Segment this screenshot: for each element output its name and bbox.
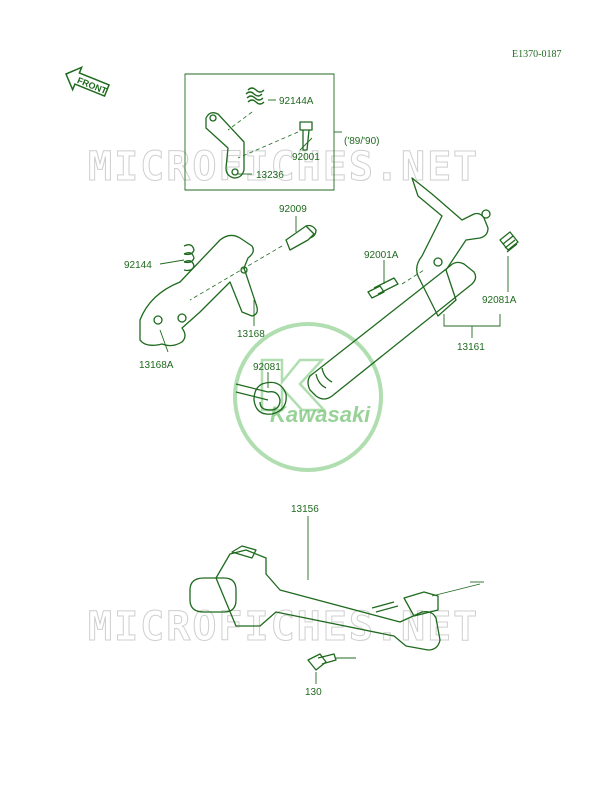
part-label-92009: 92009 bbox=[279, 204, 307, 215]
bolt-92001 bbox=[299, 121, 313, 151]
bolt-92009 bbox=[285, 224, 317, 251]
inset-frame: ('89/'90) bbox=[184, 73, 380, 191]
diagram-code: E1370-0187 bbox=[512, 49, 561, 60]
part-label-92081A: 92081A bbox=[482, 295, 517, 306]
spring-92081 bbox=[235, 381, 287, 415]
part-label-13168A: 13168A bbox=[139, 360, 174, 371]
logo-text: Kawasaki bbox=[270, 402, 371, 427]
watermark-bottom: MICROFICHES.NET bbox=[88, 604, 479, 650]
stud-92001A bbox=[367, 277, 399, 299]
leader-lines bbox=[159, 99, 509, 684]
part-label-130: 130 bbox=[305, 687, 322, 698]
part-label-92001: 92001 bbox=[292, 152, 320, 163]
pedal-13156 bbox=[189, 545, 441, 651]
bolt-130 bbox=[307, 653, 337, 671]
part-label-92144: 92144 bbox=[124, 260, 152, 271]
spring-92144A bbox=[245, 87, 265, 105]
part-label-13161: 13161 bbox=[457, 342, 485, 353]
spring-92081A bbox=[499, 231, 519, 253]
front-arrow-icon: FRONT bbox=[65, 65, 111, 98]
watermark-top: MICROFICHES.NET bbox=[88, 144, 479, 190]
part-label-92144A: 92144A bbox=[279, 96, 314, 107]
bracket-13168 bbox=[139, 234, 258, 347]
kawasaki-logo: Kawasaki bbox=[233, 322, 383, 472]
part-label-13236: 13236 bbox=[256, 170, 284, 181]
spring-92144 bbox=[183, 244, 195, 272]
part-label-92001A: 92001A bbox=[364, 250, 399, 261]
shaft-13161 bbox=[307, 177, 491, 400]
lever-13236 bbox=[205, 112, 245, 179]
part-label-13168: 13168 bbox=[237, 329, 265, 340]
part-label-92081: 92081 bbox=[253, 362, 281, 373]
part-label-13156: 13156 bbox=[291, 504, 319, 515]
inset-note: ('89/'90) bbox=[344, 136, 380, 147]
